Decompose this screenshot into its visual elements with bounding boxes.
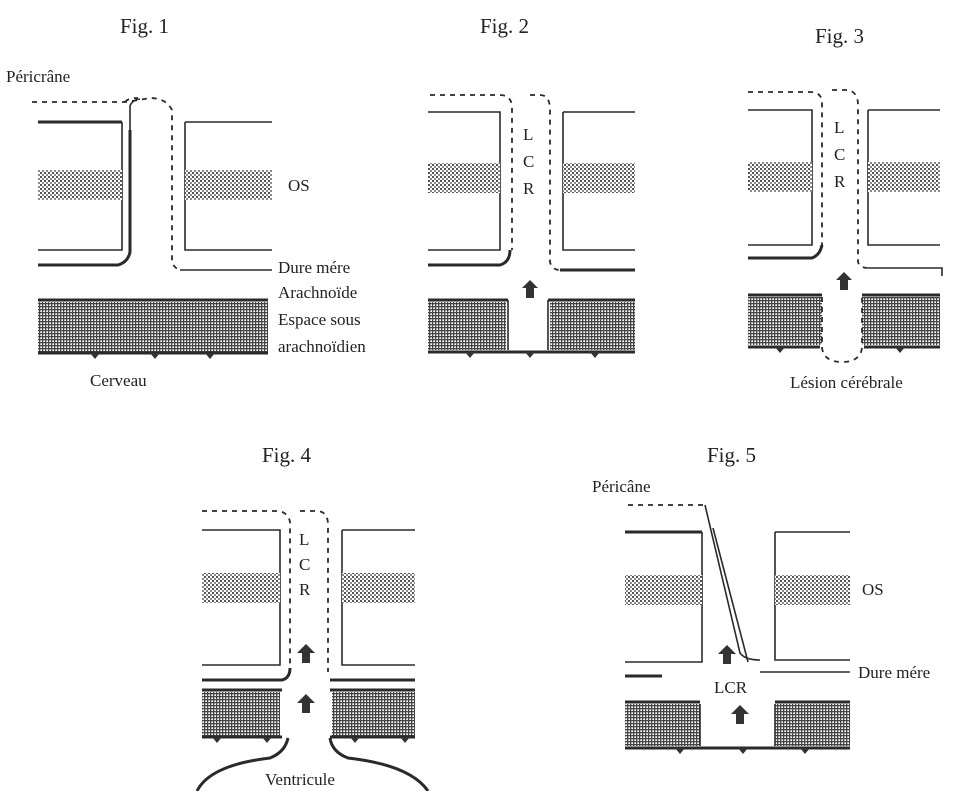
fig4-bone-right-diploe (342, 573, 415, 603)
fig5-pericrane-flap-inner (712, 527, 749, 663)
fig5-subarachnoid-right (775, 704, 850, 746)
fig3-subarachnoid-right (862, 297, 940, 345)
fig5-lcr-label: LCR (714, 678, 748, 697)
fig3-lcr-r: R (834, 172, 846, 191)
fig3-title: Fig. 3 (815, 24, 864, 48)
fig3-dura-left (748, 244, 824, 260)
fig4-bone-left-diploe (202, 573, 280, 603)
fig3-subarachnoid-left (748, 297, 822, 345)
figure-4: Fig. 4 L C R Ventricule (195, 443, 430, 791)
fig3-lesion-outline (821, 297, 863, 363)
fig4-lcr-r: R (299, 580, 311, 599)
fig4-arrow-up-upper (297, 644, 315, 663)
fig2-pericrane-left (430, 94, 513, 250)
fig2-bone-right (562, 111, 635, 251)
fig1-pericrane-label: Péricrâne (6, 67, 70, 86)
fig4-subarachnoid-left (202, 692, 280, 736)
fig3-pericrane-left (748, 91, 823, 250)
fig1-subarachnoid-space (38, 302, 268, 352)
fig4-dura-left (202, 667, 292, 682)
figure-3: Fig. 3 L C R Lésion cérébrale (748, 24, 943, 392)
fig1-arachnoide-label: Arachnoïde (278, 283, 357, 302)
fig5-bone-left-diploe (625, 575, 702, 605)
figure-2: Fig. 2 L C R (428, 14, 635, 358)
fig1-bone-right-diploe (185, 170, 272, 200)
fig3-lcr-c: C (834, 145, 845, 164)
fig4-arrow-up-lower (297, 694, 315, 713)
fig5-os-label: OS (862, 580, 884, 599)
fig1-dure-mere-label: Dure mére (278, 258, 350, 277)
fig5-arrow-up-lower (731, 705, 749, 724)
fig2-lcr-l: L (523, 125, 533, 144)
fig3-dura-right (868, 267, 943, 276)
fig1-dura-left (38, 130, 132, 267)
fig1-os-label: OS (288, 176, 310, 195)
fig4-lcr-c: C (299, 555, 310, 574)
fig4-lcr-l: L (299, 530, 309, 549)
fig2-subarachnoid-left (428, 302, 506, 350)
fig4-title: Fig. 4 (262, 443, 312, 467)
fig5-bone-right-diploe (775, 575, 850, 605)
fig5-title: Fig. 5 (707, 443, 756, 467)
fig4-ventricle-left-wall (195, 737, 290, 791)
fig3-lesion-label: Lésion cérébrale (790, 373, 903, 392)
fig1-brain-ticks (90, 353, 215, 359)
fig5-subarachnoid-left (625, 704, 700, 746)
fig5-arrow-up-upper (718, 645, 736, 664)
fig2-opening (507, 300, 549, 350)
fig5-opening (699, 704, 776, 746)
figure-1: Fig. 1 Péricrâne OS Dure mére Arachnoïde… (6, 14, 366, 390)
fig4-pericrane-left (202, 510, 291, 665)
fig2-dura-left (428, 249, 512, 267)
fig4-ventricle-right-wall (328, 737, 430, 791)
fig3-bone-right-diploe (868, 162, 940, 192)
fig2-subarachnoid-right (550, 302, 635, 350)
fig1-cerveau-label: Cerveau (90, 371, 147, 390)
fig3-bone-right (867, 109, 940, 246)
fig5-bone-right (774, 531, 850, 661)
fig5-dure-mere-label: Dure mére (858, 663, 930, 682)
fig2-bone-right-diploe (563, 163, 635, 193)
fig1-bone-right (184, 121, 272, 251)
fig2-lcr-r: R (523, 179, 535, 198)
fig5-brain-ticks (675, 748, 810, 754)
fig2-lcr-c: C (523, 152, 534, 171)
fig2-brain-ticks (465, 352, 600, 358)
fig2-arrow-up (522, 280, 538, 298)
fig3-bone-left-diploe (748, 162, 812, 192)
figure-5: Fig. 5 Péricâne OS Dure mére LCR (592, 443, 930, 754)
fig1-bone-left-edge (38, 122, 123, 251)
fig4-subarachnoid-right (332, 692, 415, 736)
fig1-title: Fig. 1 (120, 14, 169, 38)
fig1-pericrane-corner (124, 97, 139, 103)
fig2-bone-left-diploe (428, 163, 500, 193)
fig1-espace-label-2: arachnoïdien (278, 337, 366, 356)
fig2-title: Fig. 2 (480, 14, 529, 38)
fig1-canal-left-wall (129, 98, 141, 130)
fig5-pericane-label: Péricâne (592, 477, 651, 496)
fig3-arrow-up (836, 272, 852, 290)
fig3-pericrane-right (832, 89, 869, 269)
fig1-espace-label-1: Espace sous (278, 310, 361, 329)
fig3-lcr-l: L (834, 118, 844, 137)
fig4-ventricule-label: Ventricule (265, 770, 335, 789)
fig2-pericrane-right (530, 94, 561, 271)
fig1-bone-left-diploe (38, 170, 122, 200)
